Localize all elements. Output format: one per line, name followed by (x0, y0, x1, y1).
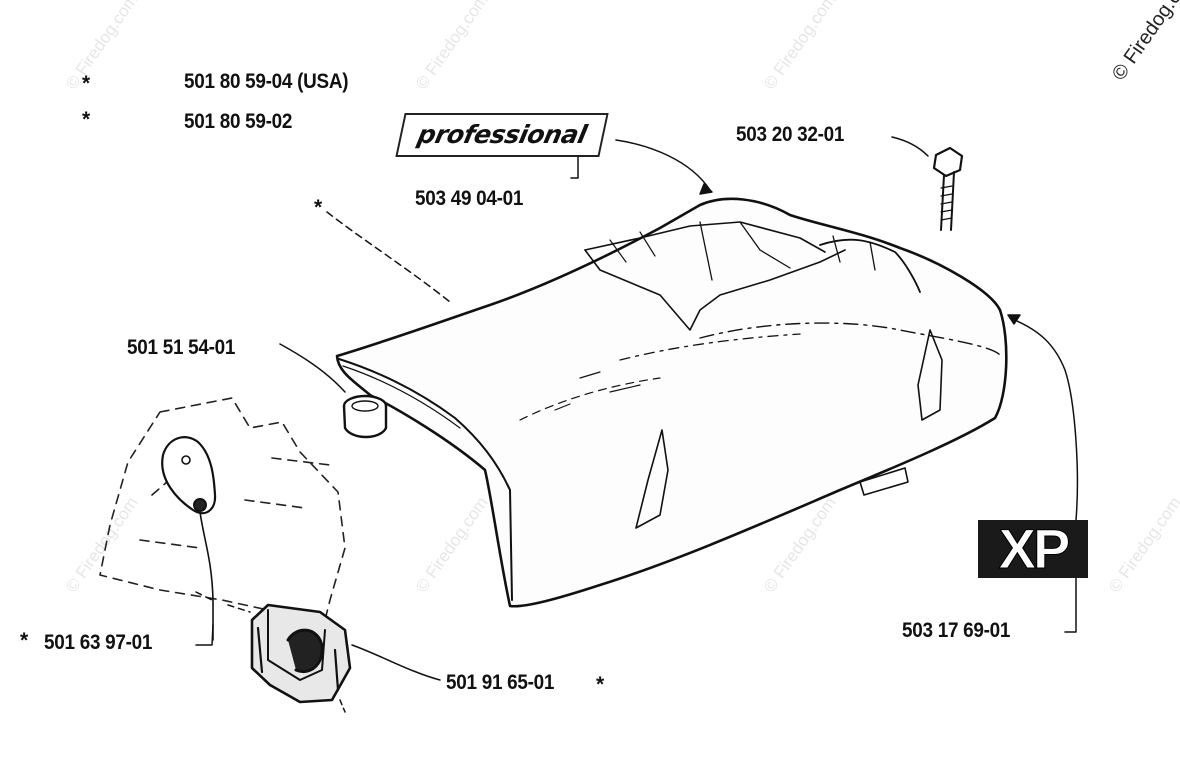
part-label-plug: 501 51 54-01 (127, 336, 236, 359)
part-label-grommet: 501 63 97-01 (44, 631, 153, 654)
plug-part (342, 394, 388, 439)
leader-lines (195, 136, 1079, 713)
part-label-professional-decal: 503 49 04-01 (415, 187, 524, 210)
professional-decal-text: professional (415, 120, 590, 149)
part-label-screw: 503 20 32-01 (736, 123, 845, 146)
xp-decal-text: XP (998, 517, 1071, 580)
asterisk-marker: * (314, 196, 323, 219)
asterisk-marker: * (82, 72, 91, 95)
part-label-cover: 501 80 59-02 (184, 110, 293, 133)
part-label-xp-decal: 503 17 69-01 (902, 619, 1011, 642)
part-label-cover-usa: 501 80 59-04 (USA) (184, 70, 349, 93)
professional-decal: professional (395, 113, 609, 157)
holder-part (250, 603, 352, 704)
asterisk-marker: * (82, 108, 91, 131)
screw-part (932, 146, 964, 231)
asterisk-marker: * (20, 629, 29, 652)
part-label-holder: 501 91 65-01 (446, 671, 555, 694)
asterisk-marker: * (596, 673, 605, 696)
xp-decal: XP (978, 517, 1088, 580)
ghost-outline (99, 397, 346, 641)
chainsaw-cover (335, 197, 1008, 608)
grommet-part (161, 436, 217, 641)
